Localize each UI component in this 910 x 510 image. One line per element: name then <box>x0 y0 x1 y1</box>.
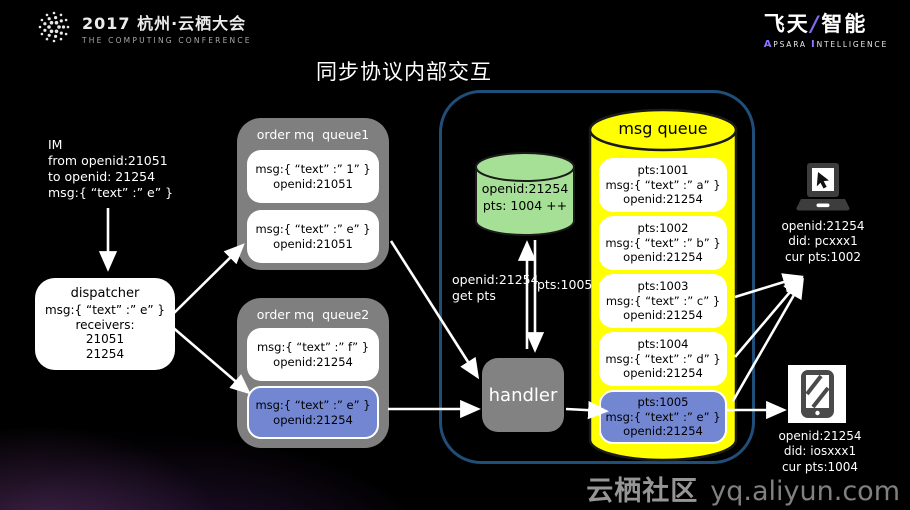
dispatcher-title: dispatcher <box>70 286 140 302</box>
msg-queue-item-5-highlighted: pts:1005 msg:{ “text” :” e” } openid:212… <box>599 390 727 444</box>
pts-store-cylinder: openid:21254 pts: 1004 ++ <box>474 151 576 237</box>
handler-label: handler <box>488 384 558 406</box>
msg-text: msg:{ “text” :” 1” } <box>255 161 371 176</box>
pts-text: pts:1003 <box>637 279 689 294</box>
queue1-item-2: msg:{ “text” :” e” } openid:21051 <box>247 210 379 263</box>
pts-text: pts:1001 <box>637 163 689 178</box>
dotted-globe-icon <box>38 11 70 43</box>
laptop-icon <box>794 162 852 220</box>
page-title: 同步协议内部交互 <box>316 60 492 84</box>
msg-queue-item-3: pts:1003 msg:{ “text” :” c” } openid:212… <box>599 274 727 328</box>
openid-text: openid:21051 <box>273 236 353 251</box>
msg-queue-cylinder: msg queue pts:1001 msg:{ “text” :” a” } … <box>588 108 738 462</box>
queue2-item-2-highlighted: msg:{ “text” :” e” } openid:21254 <box>247 386 379 439</box>
apsara-subtitle: APSARA INTELLIGENCE <box>763 39 888 50</box>
pts-text: pts:1002 <box>637 221 689 236</box>
cylinder-shape <box>475 152 575 236</box>
apsara-cn-right: 智能 <box>821 12 868 36</box>
dispatcher-receiver: 21254 <box>85 347 125 362</box>
msg-queue-title: msg queue <box>618 119 708 138</box>
dispatcher-box: dispatcher msg:{ “text” :” e” } receiver… <box>35 278 175 370</box>
apsara-slash-icon: / <box>810 12 821 36</box>
tablet-icon <box>788 365 846 427</box>
im-line: to openid: 21254 <box>48 169 156 184</box>
conference-logo: 2017 杭州·云栖大会 THE COMPUTING CONFERENCE <box>34 7 252 47</box>
order-mq-queue2-box: order mq queue2 msg:{ “text” :” f” } ope… <box>237 298 389 448</box>
dispatcher-receivers-label: receivers: <box>75 317 135 332</box>
queue2-title: order mq queue2 <box>256 307 370 322</box>
watermark: 云栖社区 yq.aliyun.com <box>586 469 900 508</box>
im-line: IM <box>48 137 63 152</box>
pts-text: pts:1004 <box>637 337 689 352</box>
openid-text: openid:21254 <box>273 354 353 369</box>
dispatcher-receiver: 21051 <box>85 332 125 347</box>
queue2-item-1: msg:{ “text” :” f” } openid:21254 <box>247 328 379 381</box>
msg-text: msg:{ “text” :” b” } <box>605 235 721 250</box>
msg-queue-item-1: pts:1001 msg:{ “text” :” a” } openid:212… <box>599 158 727 212</box>
apsara-cn-left: 飞天 <box>763 12 810 36</box>
im-note: IM from openid:21051 to openid: 21254 ms… <box>48 137 173 201</box>
conference-subtitle: THE COMPUTING CONFERENCE <box>82 35 252 45</box>
watermark-url: yq.aliyun.com <box>710 476 900 507</box>
msg-queue-item-2: pts:1002 msg:{ “text” :” b” } openid:212… <box>599 216 727 270</box>
msg-text: msg:{ “text” :” a” } <box>605 177 721 192</box>
msg-text: msg:{ “text” :” e” } <box>255 397 371 412</box>
queue1-title: order mq queue1 <box>256 127 370 142</box>
pts-text: pts:1005 <box>637 395 689 410</box>
openid-text: openid:21254 <box>273 412 353 427</box>
conference-title: 2017 杭州·云栖大会 <box>82 13 247 33</box>
openid-text: openid:21051 <box>273 176 353 191</box>
get-pts-label: openid:21254 get pts <box>452 272 539 304</box>
watermark-community: 云栖社区 <box>586 476 699 507</box>
im-line: msg:{ “text” :” e” } <box>48 185 174 200</box>
openid-text: openid:21254 <box>623 366 703 381</box>
order-mq-queue1-box: order mq queue1 msg:{ “text” :” 1” } ope… <box>237 118 389 270</box>
dispatcher-msg: msg:{ “text” :” e” } <box>44 303 166 318</box>
openid-text: openid:21254 <box>623 250 703 265</box>
queue1-item-1: msg:{ “text” :” 1” } openid:21051 <box>247 150 379 203</box>
msg-text: msg:{ “text” :” c” } <box>605 293 721 308</box>
msg-text: msg:{ “text” :” f” } <box>256 339 370 354</box>
handler-box: handler <box>482 358 564 432</box>
msg-text: msg:{ “text” :” e” } <box>255 221 371 236</box>
device-ios-info: openid:21254 did: iosxxx1 cur pts:1004 <box>778 429 862 474</box>
msg-text: msg:{ “text” :” e” } <box>605 409 721 424</box>
im-line: from openid:21051 <box>48 153 168 168</box>
openid-text: openid:21254 <box>623 192 703 207</box>
openid-text: openid:21254 <box>623 308 703 323</box>
msg-text: msg:{ “text” :” d” } <box>605 351 721 366</box>
openid-text: openid:21254 <box>623 424 703 439</box>
pts-result-label: pts:1005 <box>537 277 593 292</box>
device-pc-info: openid:21254 did: pcxxx1 cur pts:1002 <box>781 219 865 264</box>
msg-queue-item-4: pts:1004 msg:{ “text” :” d” } openid:212… <box>599 332 727 386</box>
apsara-logo: 飞天/智能 APSARA INTELLIGENCE <box>764 8 888 50</box>
apsara-logo-cn: 飞天/智能 <box>764 8 888 38</box>
pts-store-label: openid:21254 pts: 1004 ++ <box>481 181 569 213</box>
